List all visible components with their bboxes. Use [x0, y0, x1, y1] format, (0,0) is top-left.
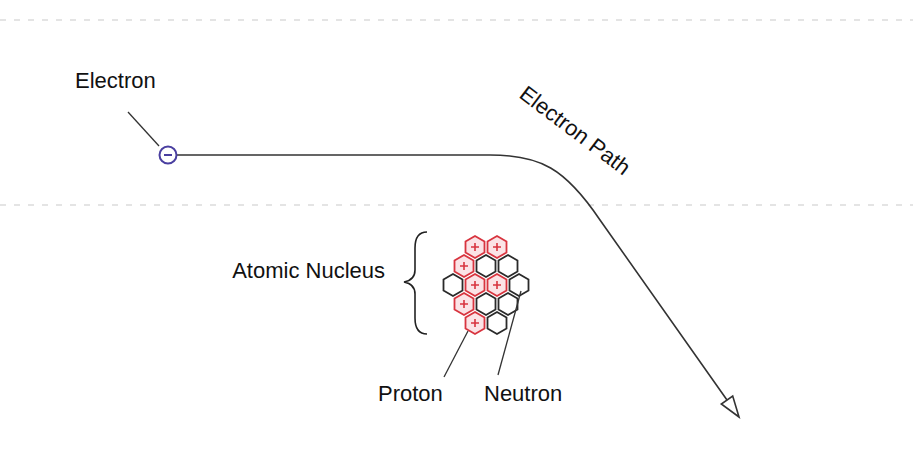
hexagon [488, 312, 507, 334]
proton-hexagon [488, 236, 507, 258]
electron-path [177, 155, 727, 400]
hexagon [510, 274, 529, 296]
proton-hexagon [466, 274, 485, 296]
neutron-hexagon [477, 293, 496, 315]
hexagon [477, 255, 496, 277]
path-label: Electron Path [514, 81, 635, 182]
arrow-head [721, 396, 739, 417]
proton-hexagon [455, 293, 474, 315]
proton-hexagon [466, 236, 485, 258]
neutron-label: Neutron [484, 381, 562, 407]
hexagon [455, 255, 474, 277]
neutron-hexagon [488, 312, 507, 334]
leader-line [444, 331, 468, 377]
faint-line [0, 19, 913, 21]
faint-line [0, 204, 913, 206]
plus-sign [493, 281, 501, 289]
hexagon [477, 293, 496, 315]
hexagon [499, 293, 518, 315]
hexagon [488, 274, 507, 296]
hexagon [499, 255, 518, 277]
proton-hexagon [466, 312, 485, 334]
plus-sign [493, 243, 501, 251]
plus-sign [471, 319, 479, 327]
atomic-nucleus [444, 236, 529, 334]
hexagon [466, 274, 485, 296]
bracket [404, 232, 427, 334]
neutron-hexagon [444, 274, 463, 296]
minus-sign [164, 154, 172, 156]
nucleus-label: Atomic Nucleus [232, 258, 385, 284]
background-lines [0, 20, 913, 205]
plus-sign [460, 300, 468, 308]
hexagon [466, 312, 485, 334]
electron-symbol [160, 147, 177, 164]
hexagon [488, 236, 507, 258]
leader-line [498, 291, 521, 375]
plus-sign [471, 243, 479, 251]
hexagon [455, 293, 474, 315]
neutron-hexagon [477, 255, 496, 277]
plus-sign [471, 281, 479, 289]
leader-line [128, 112, 159, 146]
neutron-hexagon [499, 255, 518, 277]
hexagon [466, 236, 485, 258]
proton-hexagon [455, 255, 474, 277]
hexagon [444, 274, 463, 296]
electron-label: Electron [75, 68, 156, 94]
neutron-hexagon [499, 293, 518, 315]
neutron-hexagon [510, 274, 529, 296]
plus-sign [460, 262, 468, 270]
proton-label: Proton [378, 381, 443, 407]
proton-hexagon [488, 274, 507, 296]
